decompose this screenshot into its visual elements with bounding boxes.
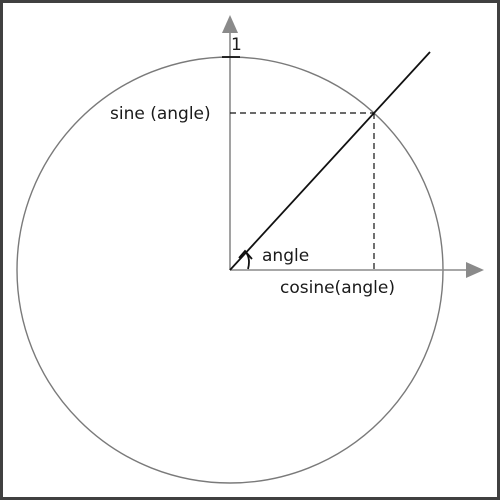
x-axis-arrowhead — [466, 262, 484, 278]
unit-tick-label: 1 — [231, 35, 242, 55]
sine-label: sine (angle) — [110, 104, 211, 124]
cosine-label: cosine(angle) — [280, 278, 395, 298]
angle-label: angle — [262, 246, 309, 266]
angle-line — [229, 51, 431, 271]
angle-arrowhead — [238, 249, 253, 260]
y-axis-arrowhead — [222, 15, 238, 33]
